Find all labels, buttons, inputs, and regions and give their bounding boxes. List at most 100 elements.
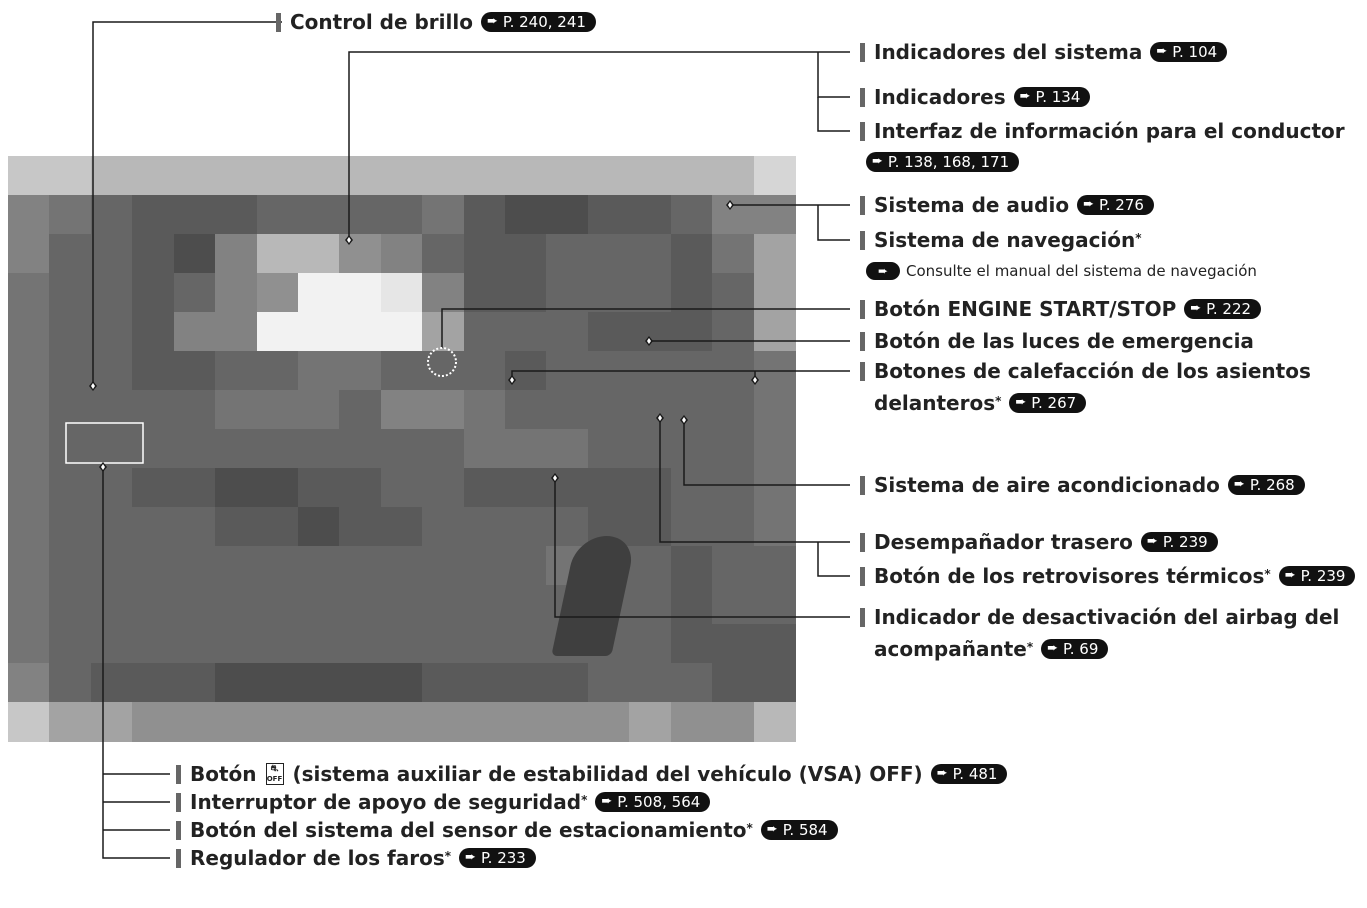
- page-ref-audio[interactable]: ➨P. 276: [1077, 194, 1154, 215]
- mosaic-cell: [256, 429, 299, 469]
- mosaic-cell: [505, 273, 548, 313]
- mosaic-cell: [463, 585, 506, 625]
- arrow-icon: ➨: [1190, 300, 1202, 316]
- mosaic-cell: [8, 195, 51, 235]
- page-ref-faros[interactable]: ➨P. 233: [459, 847, 536, 868]
- mosaic-cell: [629, 156, 672, 196]
- mosaic-cell: [173, 156, 216, 196]
- label-control-brillo: Control de brillo ➨P. 240, 241: [276, 10, 596, 34]
- mosaic-cell: [463, 156, 506, 196]
- arrow-icon: ➨: [1047, 640, 1059, 656]
- mosaic-cell: [463, 195, 506, 235]
- page-ref-engine[interactable]: ➨P. 222: [1184, 298, 1262, 319]
- mosaic-cell: [380, 546, 423, 586]
- mosaic-cell: [712, 585, 755, 625]
- mosaic-cell: [215, 390, 258, 430]
- mosaic-cell: [629, 702, 672, 742]
- label-faros: Regulador de los faros*➨P. 233: [176, 846, 536, 870]
- page-ref-desempanador[interactable]: ➨P. 239: [1140, 531, 1218, 552]
- mosaic-cell: [753, 156, 796, 196]
- label-text: Control de brillo: [290, 10, 473, 34]
- mosaic-cell: [463, 390, 506, 430]
- mosaic-cell: [753, 585, 796, 625]
- mosaic-cell: [505, 429, 548, 469]
- mosaic-cell: [380, 156, 423, 196]
- mosaic-cell: [90, 234, 133, 274]
- arrow-icon: ➨: [1019, 88, 1031, 104]
- label-airbag: Indicador de desactivación del airbag de…: [860, 605, 1339, 629]
- label-indicadores-sistema: Indicadores del sistema➨P. 104: [860, 40, 1228, 64]
- mosaic-cell: [670, 312, 713, 352]
- leader-engine: [441, 308, 850, 348]
- mosaic-cell: [505, 663, 548, 703]
- page-ref-vsa[interactable]: ➨P. 481: [930, 763, 1008, 784]
- mosaic-cell: [297, 585, 340, 625]
- mosaic-cell: [712, 546, 755, 586]
- mosaic-cell: [422, 624, 465, 664]
- mosaic-cell: [297, 702, 340, 742]
- mosaic-cell: [629, 585, 672, 625]
- page-ref-interfaz[interactable]: ➨P. 138, 168, 171: [866, 151, 1020, 172]
- mosaic-cell: [712, 312, 755, 352]
- arrow-icon: ➨: [1083, 196, 1094, 212]
- mosaic-cell: [753, 702, 796, 742]
- mosaic-cell: [256, 546, 299, 586]
- leader-aire: [683, 420, 850, 486]
- page-ref-brillo[interactable]: ➨P. 240, 241: [480, 11, 596, 32]
- label-interfaz-ref: ➨P. 138, 168, 171: [866, 150, 1020, 174]
- mosaic-cell: [670, 195, 713, 235]
- label-vsa: Botón ⛐OFF (sistema auxiliar de estabili…: [176, 762, 1008, 787]
- mosaic-cell: [339, 546, 382, 586]
- page-ref-calefaccion[interactable]: ➨P. 267: [1009, 392, 1087, 413]
- leader-indicadores: [817, 52, 850, 98]
- mosaic-cell: [256, 351, 299, 391]
- page-ref-aire[interactable]: ➨P. 268: [1227, 474, 1305, 495]
- page-ref-retrovisores[interactable]: ➨P. 239: [1278, 565, 1356, 586]
- leader-brillo: [92, 21, 282, 386]
- arrow-icon: ➨: [1015, 394, 1027, 410]
- mosaic-cell: [587, 390, 630, 430]
- page-ref-sensor[interactable]: ➨P. 584: [760, 819, 838, 840]
- page-ref-indicadores[interactable]: ➨P. 134: [1013, 86, 1091, 107]
- mosaic-cell: [422, 702, 465, 742]
- leader-interfaz: [817, 97, 850, 132]
- mosaic-cell: [297, 663, 340, 703]
- mosaic-cell: [215, 234, 258, 274]
- mosaic-cell: [132, 585, 175, 625]
- mosaic-cell: [587, 702, 630, 742]
- arrow-icon[interactable]: ➨: [866, 261, 900, 280]
- mosaic-cell: [215, 546, 258, 586]
- mosaic-cell: [132, 429, 175, 469]
- mosaic-cell: [49, 663, 92, 703]
- mosaic-cell: [173, 546, 216, 586]
- mosaic-cell: [587, 273, 630, 313]
- mosaic-cell: [505, 585, 548, 625]
- mosaic-cell: [629, 429, 672, 469]
- page-ref-seguridad[interactable]: ➨P. 508, 564: [595, 791, 711, 812]
- mosaic-cell: [463, 351, 506, 391]
- mosaic-cell: [90, 585, 133, 625]
- leader-airbag: [554, 478, 850, 618]
- mosaic-cell: [90, 468, 133, 508]
- mosaic-cell: [380, 507, 423, 547]
- mosaic-cell: [629, 195, 672, 235]
- mosaic-cell: [297, 507, 340, 547]
- page-ref-airbag[interactable]: ➨P. 69: [1041, 638, 1109, 659]
- mosaic-cell: [256, 507, 299, 547]
- mosaic-cell: [505, 468, 548, 508]
- mosaic-cell: [215, 585, 258, 625]
- mosaic-cell: [422, 195, 465, 235]
- mosaic-cell: [670, 468, 713, 508]
- mosaic-cell: [132, 351, 175, 391]
- mosaic-cell: [173, 429, 216, 469]
- mosaic-cell: [753, 546, 796, 586]
- page-ref-ind-sistema[interactable]: ➨P. 104: [1150, 41, 1228, 62]
- mosaic-cell: [546, 195, 589, 235]
- mosaic-cell: [297, 390, 340, 430]
- mosaic-cell: [339, 624, 382, 664]
- mosaic-cell: [587, 312, 630, 352]
- mosaic-cell: [132, 156, 175, 196]
- mosaic-cell: [463, 468, 506, 508]
- mosaic-cell: [546, 156, 589, 196]
- label-aire: Sistema de aire acondicionado➨P. 268: [860, 473, 1305, 497]
